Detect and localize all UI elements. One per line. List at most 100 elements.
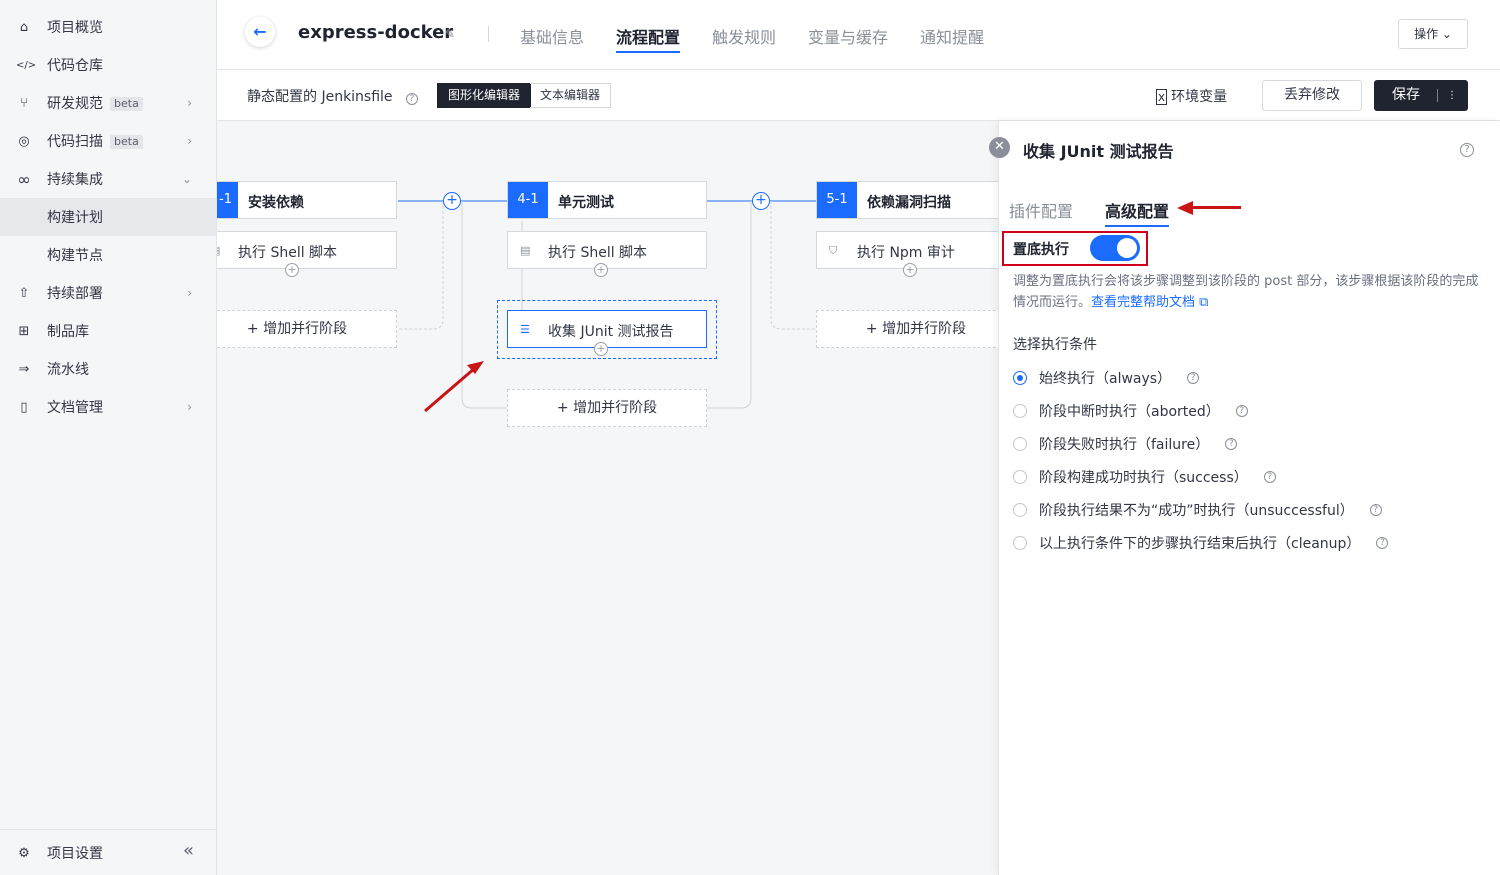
radio-button[interactable]	[1013, 536, 1027, 550]
sidebar-item-pipeline[interactable]: ⇒ 流水线	[0, 350, 216, 388]
step-label: 执行 Npm 审计	[857, 245, 955, 261]
add-parallel-stage-1[interactable]: + 增加并行阶段	[217, 310, 397, 348]
condition-option-failure[interactable]: 阶段失败时执行（failure）?	[1013, 434, 1238, 454]
tab-notifications[interactable]: 通知提醒	[920, 28, 985, 47]
operations-dropdown[interactable]: 操作 ⌄	[1398, 19, 1468, 49]
beta-badge: beta	[110, 97, 143, 111]
sidebar-item-label: 构建节点	[47, 248, 103, 264]
help-doc-link[interactable]: 查看完整帮助文档 ⧉	[1091, 295, 1209, 310]
branch-icon: ⑂	[20, 95, 28, 111]
back-button[interactable]: ←	[245, 17, 275, 47]
add-step-button[interactable]: +	[285, 263, 299, 277]
tab-advanced-config[interactable]: 高级配置	[1105, 202, 1170, 221]
document-icon: ▯	[20, 399, 28, 415]
step-shell-1[interactable]: ▤ 执行 Shell 脚本	[217, 231, 397, 269]
project-name: express-docker	[298, 22, 454, 43]
stage-title: 安装依赖	[248, 195, 304, 211]
condition-option-unsuccessful[interactable]: 阶段执行结果不为“成功”时执行（unsuccessful）?	[1013, 500, 1382, 520]
radio-button[interactable]	[1013, 404, 1027, 418]
sidebar-item-code-repo[interactable]: </> 代码仓库	[0, 46, 216, 84]
help-icon[interactable]: ?	[1187, 372, 1200, 384]
radio-button[interactable]	[1013, 503, 1027, 517]
stage-install-deps[interactable]: -1 安装依赖	[217, 181, 397, 219]
tab-basic-info[interactable]: 基础信息	[520, 28, 585, 47]
chevron-right-icon: ›	[187, 400, 192, 414]
sidebar-item-ci[interactable]: ∞ 持续集成 ⌄	[0, 160, 216, 198]
save-button[interactable]: 保存 ⋮	[1374, 80, 1468, 111]
help-icon[interactable]: ?	[1225, 438, 1238, 450]
stage-title: 单元测试	[558, 195, 614, 211]
add-step-button[interactable]: +	[594, 342, 608, 356]
help-icon[interactable]: ?	[1235, 405, 1248, 417]
step-shell-2[interactable]: ▤ 执行 Shell 脚本	[507, 231, 707, 269]
step-npm-audit[interactable]: ⛉ 执行 Npm 审计	[816, 231, 998, 269]
chevron-right-icon: ›	[187, 286, 192, 300]
chevron-right-icon: ›	[187, 96, 192, 110]
condition-option-cleanup[interactable]: 以上执行条件下的步骤执行结束后执行（cleanup）?	[1013, 533, 1389, 553]
graphic-editor-button[interactable]: 图形化编辑器	[437, 83, 532, 108]
stage-dependency-scan[interactable]: 5-1 依赖漏洞扫描	[816, 181, 998, 219]
more-icon[interactable]: ⋮	[1447, 90, 1457, 101]
condition-option-success[interactable]: 阶段构建成功时执行（success）?	[1013, 467, 1276, 487]
add-step-button[interactable]: +	[903, 263, 917, 277]
sidebar-item-build-plans[interactable]: 构建计划	[0, 198, 216, 236]
tab-flow-config[interactable]: 流程配置	[616, 28, 681, 47]
sidebar-item-build-nodes[interactable]: 构建节点	[0, 236, 216, 274]
step-junit-report[interactable]: ☰ 收集 JUnit 测试报告	[507, 310, 707, 348]
sidebar-item-artifacts[interactable]: ⊞ 制品库	[0, 312, 216, 350]
text-editor-button[interactable]: 文本编辑器	[530, 83, 612, 108]
sidebar-item-label: 项目概览	[47, 20, 103, 36]
add-parallel-stage-3[interactable]: + 增加并行阶段	[816, 310, 998, 348]
shield-icon: ⛉	[829, 244, 838, 257]
radio-button[interactable]	[1013, 470, 1027, 484]
sidebar-item-cd[interactable]: ⇧ 持续部署 ›	[0, 274, 216, 312]
tab-plugin-config[interactable]: 插件配置	[1009, 202, 1074, 221]
post-execution-toggle[interactable]	[1090, 235, 1140, 261]
sidebar-item-label: 制品库	[47, 324, 89, 340]
add-step-button[interactable]: +	[594, 263, 608, 277]
gear-icon: ⚙	[18, 845, 30, 861]
help-icon[interactable]: ?	[1369, 504, 1382, 516]
tab-variables-cache[interactable]: 变量与缓存	[808, 28, 889, 47]
infinity-icon: ∞	[17, 169, 31, 189]
stage-unit-test[interactable]: 4-1 单元测试	[507, 181, 707, 219]
code-icon: </>	[16, 59, 37, 71]
condition-option-aborted[interactable]: 阶段中断时执行（aborted）?	[1013, 401, 1248, 421]
radio-button[interactable]	[1013, 437, 1027, 451]
help-icon[interactable]: ?	[405, 93, 418, 105]
condition-label: 以上执行条件下的步骤执行结束后执行（cleanup）	[1039, 536, 1361, 552]
add-parallel-stage-2[interactable]: + 增加并行阶段	[507, 389, 707, 427]
condition-option-always[interactable]: 始终执行（always）?	[1013, 368, 1200, 388]
sidebar-item-label: 代码仓库	[47, 58, 103, 74]
project-settings-label: 项目设置	[47, 846, 103, 862]
project-settings-link[interactable]: ⚙ 项目设置	[0, 834, 216, 872]
edit-icon[interactable]: ✎	[445, 27, 456, 41]
help-icon[interactable]: ?	[1460, 143, 1474, 157]
discard-button[interactable]: 丢弃修改	[1262, 80, 1362, 111]
help-icon[interactable]: ?	[1263, 471, 1276, 483]
toggle-knob	[1117, 238, 1137, 258]
sidebar-item-overview[interactable]: ⌂ 项目概览	[0, 8, 216, 46]
top-bar: ← express-docker ✎ 基础信息 流程配置 触发规则 变量与缓存 …	[217, 0, 1500, 70]
help-icon[interactable]: ?	[1376, 537, 1389, 549]
stage-title: 依赖漏洞扫描	[867, 195, 951, 211]
close-icon[interactable]: ✕	[989, 137, 1010, 158]
chevron-right-icon: ›	[187, 134, 192, 148]
sidebar-item-label: 构建计划	[47, 210, 103, 226]
annotation-arrow-head	[1177, 201, 1193, 215]
save-label: 保存	[1392, 87, 1420, 103]
condition-section-title: 选择执行条件	[1013, 337, 1097, 353]
step-label: 执行 Shell 脚本	[238, 245, 338, 261]
radio-button[interactable]	[1013, 371, 1027, 385]
add-stage-button[interactable]: +	[443, 192, 461, 210]
collapse-sidebar-icon[interactable]: «	[182, 840, 194, 861]
sidebar-item-label: 持续部署	[47, 286, 103, 302]
tab-trigger-rules[interactable]: 触发规则	[712, 28, 777, 47]
condition-label: 阶段构建成功时执行（success）	[1039, 470, 1248, 486]
stage-number: 4-1	[508, 182, 548, 218]
sidebar-item-docs[interactable]: ▯ 文档管理 ›	[0, 388, 216, 426]
add-stage-button[interactable]: +	[752, 192, 770, 210]
